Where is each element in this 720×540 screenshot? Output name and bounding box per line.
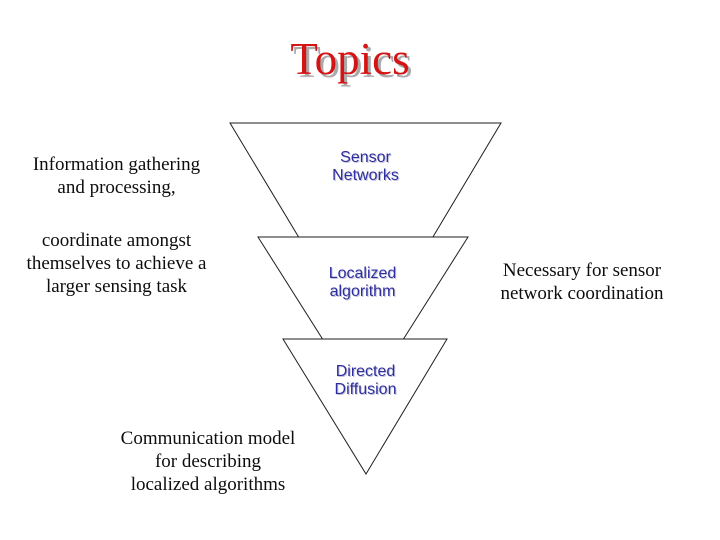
annotation-communication-model: Communication model for describing local… [120,428,296,495]
triangle-label-directed-diffusion: Directed Diffusion [334,363,397,398]
annotation-information-gathering: Information gathering and processing, co… [10,130,223,321]
triangle-label-sensor-networks: Sensor Networks [332,149,399,184]
annotation-left-paragraph-2: coordinate amongst themselves to achieve… [26,230,207,297]
annotation-left-paragraph-1: Information gathering and processing, [32,154,201,198]
triangle-directed-diffusion [282,338,448,475]
annotation-necessary-for-coordination: Necessary for sensor network coordinatio… [500,260,664,304]
slide-title: Topics [290,34,410,84]
triangle-localized-algorithm [257,236,469,404]
triangle-sensor-networks [229,122,502,350]
triangle-label-localized-algorithm: Localized algorithm [328,265,397,300]
